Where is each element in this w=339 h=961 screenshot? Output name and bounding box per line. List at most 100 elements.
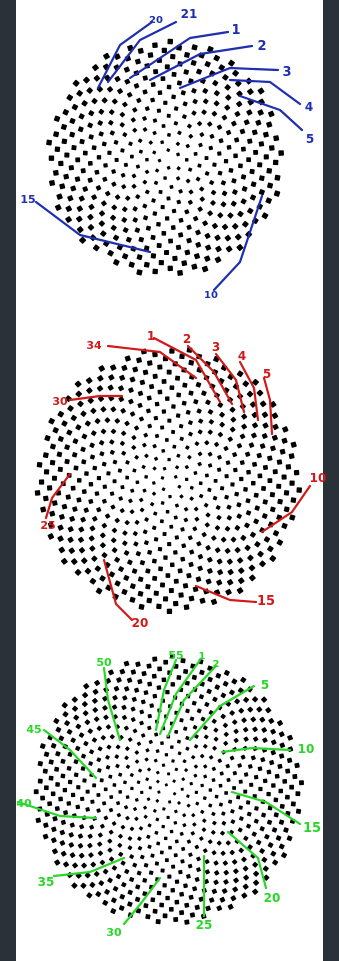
parastichy-number-label: 20 xyxy=(264,891,281,905)
parastichy-number-label: 2 xyxy=(213,659,220,670)
seed xyxy=(51,826,57,832)
seed xyxy=(279,731,285,737)
seed xyxy=(190,486,194,490)
seed xyxy=(162,124,166,128)
seed xyxy=(190,716,195,721)
seed xyxy=(215,795,219,799)
seed xyxy=(191,813,196,818)
seed xyxy=(111,897,117,903)
seed xyxy=(220,201,226,207)
seed xyxy=(68,780,73,785)
seed xyxy=(156,780,160,784)
seed xyxy=(63,788,67,792)
seed xyxy=(134,425,140,431)
seed xyxy=(176,245,182,251)
seed xyxy=(100,778,104,782)
seed xyxy=(75,805,80,810)
seed xyxy=(125,476,129,480)
seed xyxy=(182,813,186,817)
seed xyxy=(143,433,148,438)
seed xyxy=(81,862,87,868)
seed xyxy=(282,474,287,479)
seed xyxy=(282,426,289,433)
seed xyxy=(213,100,219,106)
seed xyxy=(199,670,205,676)
seed xyxy=(162,532,166,536)
seed xyxy=(182,114,187,119)
seed xyxy=(263,779,268,784)
seed xyxy=(110,504,115,509)
seed xyxy=(81,168,86,173)
seed xyxy=(273,797,278,802)
seed xyxy=(243,487,248,492)
seed xyxy=(209,134,214,139)
seed xyxy=(112,704,118,710)
seed xyxy=(55,782,60,787)
seed xyxy=(224,526,230,532)
seed xyxy=(70,185,76,191)
seed xyxy=(106,471,110,475)
seed xyxy=(174,515,178,519)
seed xyxy=(54,767,59,772)
seed xyxy=(223,741,228,746)
seed xyxy=(83,151,88,156)
seed xyxy=(259,175,265,181)
seed xyxy=(120,408,126,414)
seed xyxy=(88,110,95,117)
seed xyxy=(204,734,209,739)
seed xyxy=(285,768,290,773)
seed xyxy=(204,702,210,708)
seed xyxy=(134,750,139,755)
seed xyxy=(137,836,142,841)
seed xyxy=(81,557,88,564)
seed xyxy=(213,879,219,885)
seed xyxy=(152,481,156,485)
seed xyxy=(92,689,99,696)
seed xyxy=(239,477,243,481)
seed xyxy=(62,504,68,510)
seed xyxy=(240,460,245,465)
seed xyxy=(161,476,165,480)
seed xyxy=(253,879,260,886)
seed xyxy=(171,759,175,763)
seed xyxy=(265,197,272,204)
seed xyxy=(99,440,105,446)
seed xyxy=(136,164,141,169)
seed xyxy=(228,59,236,67)
seed xyxy=(75,424,82,431)
seed xyxy=(260,400,267,407)
seed xyxy=(227,569,234,576)
seed xyxy=(74,772,79,777)
seed xyxy=(57,411,64,418)
seed xyxy=(131,717,136,722)
seed xyxy=(162,487,166,491)
seed xyxy=(224,548,230,554)
seed xyxy=(145,777,149,781)
seed xyxy=(97,476,101,480)
seed xyxy=(180,832,184,836)
seed xyxy=(92,466,97,471)
seed xyxy=(224,670,230,676)
seed xyxy=(67,405,74,412)
seed xyxy=(170,54,175,59)
seed xyxy=(279,753,285,759)
seed xyxy=(246,390,253,397)
seed xyxy=(241,174,247,180)
seed xyxy=(201,532,207,538)
seed xyxy=(86,387,93,394)
seed xyxy=(121,705,127,711)
seed xyxy=(47,801,52,806)
seed xyxy=(127,559,133,565)
seed xyxy=(198,143,203,148)
seed xyxy=(200,716,205,721)
seed xyxy=(100,406,107,413)
seed xyxy=(212,223,219,230)
seed xyxy=(118,468,122,472)
seed xyxy=(272,435,278,441)
seed xyxy=(277,764,282,769)
seed xyxy=(138,604,144,610)
seed xyxy=(142,443,147,448)
seed xyxy=(221,821,226,826)
seed xyxy=(221,537,227,543)
seed xyxy=(130,583,136,589)
